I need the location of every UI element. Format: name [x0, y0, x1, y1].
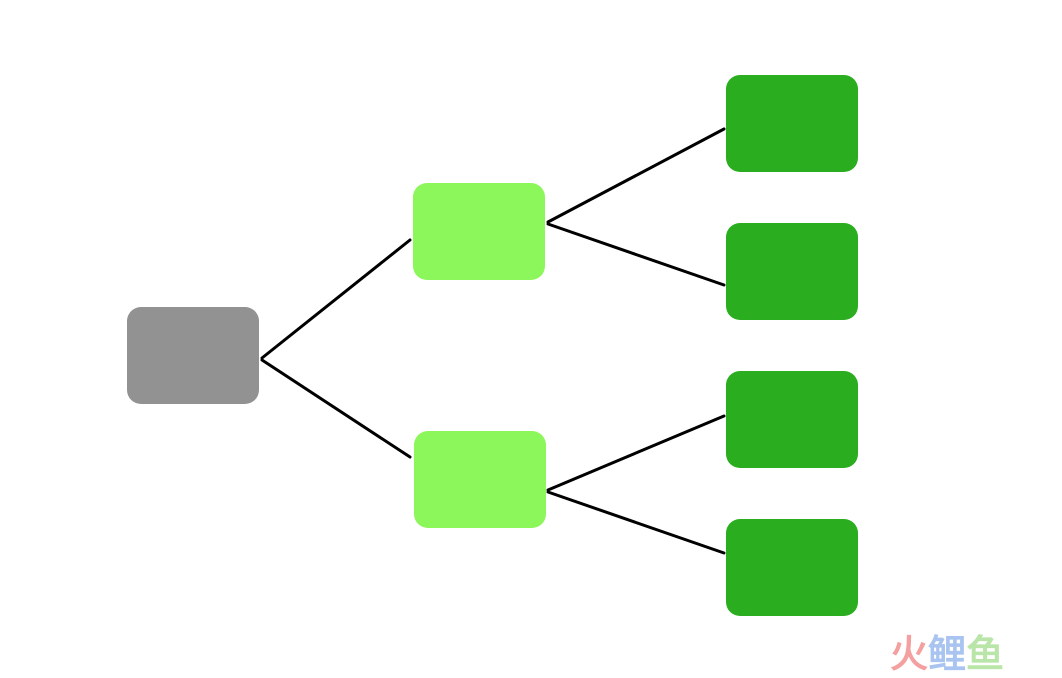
- leaf-node-4: [726, 519, 858, 616]
- edge-branch-bottom-leaf-3: [546, 414, 726, 492]
- leaf-node-3: [726, 371, 858, 468]
- edge-root-branch-bottom: [260, 358, 412, 459]
- watermark-logo: 火鲤鱼: [890, 630, 1004, 678]
- watermark-char-1: 火: [890, 632, 929, 676]
- branch-node-top: [413, 183, 545, 280]
- edge-branch-top-leaf-2: [546, 222, 726, 287]
- root-node: [127, 307, 259, 404]
- watermark-char-3: 鱼: [966, 632, 1005, 676]
- edge-branch-top-leaf-1: [546, 127, 726, 224]
- leaf-node-2: [726, 223, 858, 320]
- leaf-node-1: [726, 75, 858, 172]
- branch-node-bottom: [414, 431, 546, 528]
- watermark-char-2: 鲤: [928, 632, 967, 676]
- edge-branch-bottom-leaf-4: [546, 490, 726, 555]
- edge-root-branch-top: [260, 238, 412, 360]
